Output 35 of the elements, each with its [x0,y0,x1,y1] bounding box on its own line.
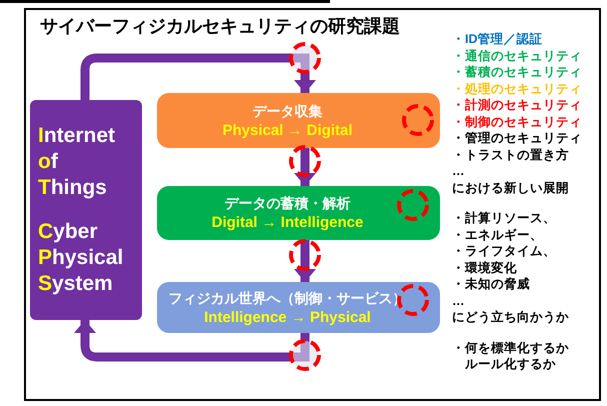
box-subtitle: Intelligence → Physical [204,308,371,326]
list-item: ・環境変化 [452,260,518,276]
list-item: ・処理のセキュリティ [452,80,583,97]
box-subtitle: Digital → Intelligence [212,213,364,232]
title: サイバーフィジカルセキュリティの研究課題 [40,15,400,38]
box-heading: フィジカル世界へ（制御・サービス） [168,288,406,308]
panel-text: Cyber Physical System [38,219,124,297]
list-item: ・通信のセキュリティ [452,48,583,64]
arrow [74,320,310,362]
list-item: ・制御のセキュリティ [452,114,583,130]
list-item: ・管理のセキュリティ [452,130,583,146]
list-item: にどう立ち向かうか [452,309,570,326]
list-item: ・計算リソース、 [452,210,557,226]
side-panel [30,100,142,320]
box-heading: データの蓄積・解析 [224,194,350,213]
list-item: ・ライフタイム、 [452,243,557,260]
process-box [157,282,440,333]
list-item: ・計測のセキュリティ [452,97,583,114]
arrow [80,54,316,100]
arrow [294,148,316,186]
box-subtitle: Physical → Digital [222,120,353,140]
list-item: … [452,163,466,180]
list-item: ・ID管理／認証 [452,31,544,48]
arrow [294,240,316,282]
box-heading: データ収集 [252,102,322,120]
process-box [157,93,440,148]
list-item: ・蓄積のセキュリティ [452,64,583,80]
process-box [157,186,440,240]
list-item: ・トラストの置き方 [452,146,570,163]
list-item: ・何を標準化するかルール化するか [452,340,570,372]
list-item: … [452,292,466,309]
panel-text: Internet of Things [38,123,116,201]
list-item: ・未知の脅威 [452,276,531,292]
list-item: ・エネルギー、 [452,226,544,243]
list-item: における新しい展開 [452,180,570,196]
